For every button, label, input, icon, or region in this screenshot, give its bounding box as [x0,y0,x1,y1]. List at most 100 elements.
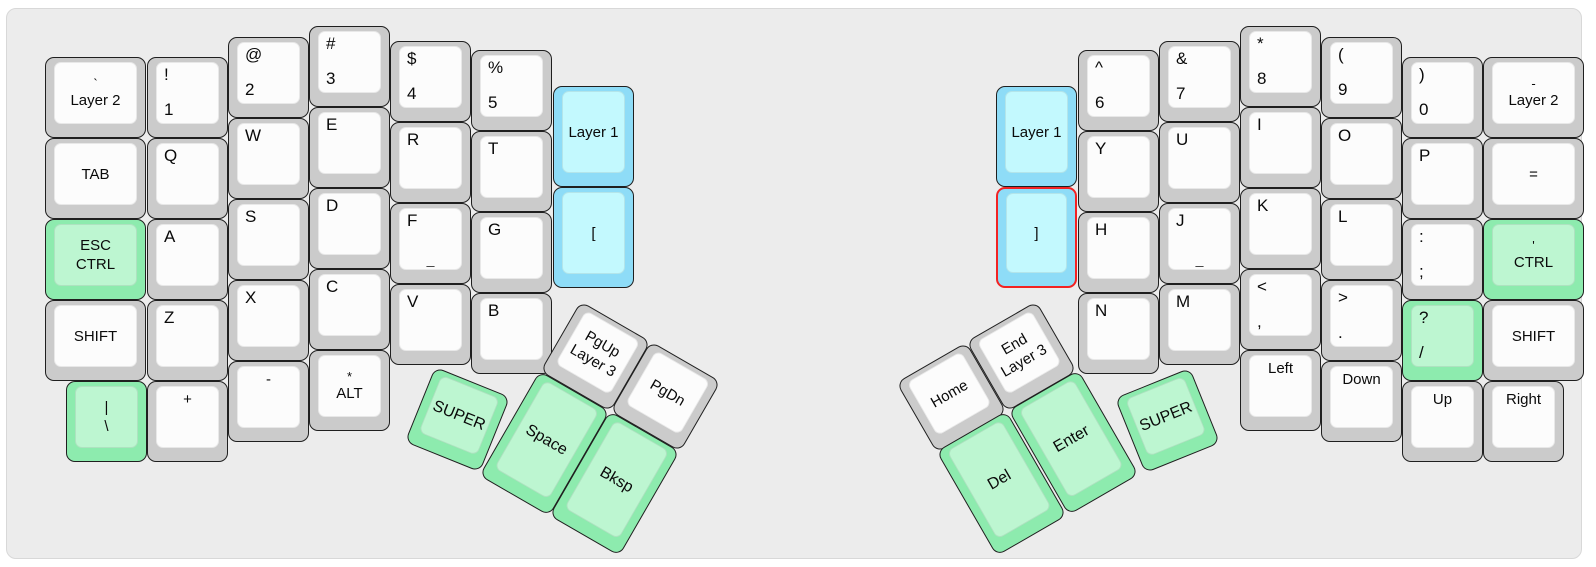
key-lt-comma-top-surface: <, [1249,274,1312,336]
key-at-2-legend-bottom: 2 [245,80,255,100]
key-p-legend-top: P [1419,146,1431,165]
key-m[interactable]: M [1159,284,1240,365]
key-gt-period-legend-top: > [1338,288,1348,307]
key-ampersand-7-legend-bottom: 7 [1176,84,1186,104]
key-b-top-surface: B [480,298,543,360]
key-hash-3[interactable]: #3 [309,26,390,107]
key-asterisk-alt[interactable]: *ALT [309,350,390,431]
key-i-legend-top: I [1257,115,1262,134]
key-dollar-4[interactable]: $4 [390,41,471,122]
key-s[interactable]: S [228,199,309,280]
key-o[interactable]: O [1321,118,1402,199]
key-super-right[interactable]: SUPER [1114,367,1220,473]
key-k[interactable]: K [1240,188,1321,269]
key-t[interactable]: T [471,131,552,212]
key-i[interactable]: I [1240,107,1321,188]
key-o-legend-top: O [1338,126,1352,145]
key-n[interactable]: N [1078,293,1159,374]
key-question-slash[interactable]: ?/ [1402,300,1483,381]
key-quote-ctrl[interactable]: 'CTRL [1483,219,1584,300]
key-f[interactable]: F_ [390,203,471,284]
key-left[interactable]: Left [1240,350,1321,431]
key-g-top-surface: G [480,217,543,279]
key-d[interactable]: D [309,188,390,269]
key-y[interactable]: Y [1078,131,1159,212]
key-lt-comma[interactable]: <, [1240,269,1321,350]
key-asterisk-alt-top-surface: *ALT [318,355,381,417]
key-asterisk-8[interactable]: *8 [1240,26,1321,107]
key-down[interactable]: Down [1321,361,1402,442]
key-tab[interactable]: TAB [45,138,146,219]
key-space-legend-line-1: Space [522,420,571,458]
key-paren-open-9[interactable]: (9 [1321,37,1402,118]
key-j-top-surface: J_ [1168,208,1231,270]
key-c[interactable]: C [309,269,390,350]
key-pipe-backslash[interactable]: |\ [66,381,147,462]
key-home-legend: Home [907,352,990,434]
key-equals-legend: = [1493,144,1574,204]
key-exclamation-1-top-surface: !1 [156,62,219,124]
key-layer2-left[interactable]: `Layer 2 [45,57,146,138]
key-d-legend-top: D [326,196,339,215]
key-layer1-left[interactable]: Layer 1 [553,86,634,187]
key-shift-right[interactable]: SHIFT [1483,300,1584,381]
key-bracket-close[interactable]: ] [996,187,1077,288]
key-j-homing-bar: _ [1195,251,1204,267]
key-right[interactable]: Right [1483,381,1564,462]
key-colon-semicolon[interactable]: :; [1402,219,1483,300]
key-q[interactable]: Q [147,138,228,219]
key-percent-5[interactable]: %5 [471,50,552,131]
key-m-top-surface: M [1168,289,1231,351]
key-lt-comma-legend-top: < [1257,277,1267,296]
key-layer1-left-top-surface: Layer 1 [562,91,625,173]
key-p[interactable]: P [1402,138,1483,219]
key-r[interactable]: R [390,122,471,203]
key-l[interactable]: L [1321,199,1402,280]
key-equals-legend-line-1: = [1529,165,1538,183]
key-at-2[interactable]: @2 [228,37,309,118]
key-layer1-right-top-surface: Layer 1 [1005,91,1068,173]
key-u[interactable]: U [1159,122,1240,203]
key-gt-period[interactable]: >. [1321,280,1402,361]
key-g[interactable]: G [471,212,552,293]
key-a[interactable]: A [147,219,228,300]
key-layer2-left-legend-small: ` [93,75,98,91]
key-caret-6[interactable]: ^6 [1078,50,1159,131]
key-e[interactable]: E [309,107,390,188]
key-up[interactable]: Up [1402,381,1483,462]
key-x[interactable]: X [228,280,309,361]
key-ampersand-7[interactable]: &7 [1159,41,1240,122]
key-z[interactable]: Z [147,300,228,381]
key-minus-layer2-legend: -Layer 2 [1493,63,1574,123]
key-bksp-legend-line-1: Bksp [596,462,636,496]
key-h[interactable]: H [1078,212,1159,293]
key-shift-left[interactable]: SHIFT [45,300,146,381]
key-colon-semicolon-legend-top: : [1419,227,1424,246]
key-layer2-left-legend-line-1: Layer 2 [70,91,121,109]
key-equals-top-surface: = [1492,143,1575,205]
key-pgdn-legend: PgDn [626,351,709,433]
key-bracket-open[interactable]: [ [553,187,634,288]
key-b[interactable]: B [471,293,552,374]
key-j[interactable]: J_ [1159,203,1240,284]
key-layer1-right[interactable]: Layer 1 [996,86,1077,187]
key-w[interactable]: W [228,118,309,199]
key-asterisk-alt-legend: *ALT [319,356,380,416]
key-r-top-surface: R [399,127,462,189]
key-equals[interactable]: = [1483,138,1584,219]
key-y-legend-top: Y [1095,139,1107,158]
key-paren-close-0[interactable]: )0 [1402,57,1483,138]
key-asterisk-8-top-surface: *8 [1249,31,1312,93]
key-super-left-top-surface: SUPER [417,374,500,456]
key-minus[interactable]: - [228,361,309,442]
key-up-top-surface: Up [1411,386,1474,448]
key-minus-layer2[interactable]: -Layer 2 [1483,57,1584,138]
key-v-legend-top: V [407,292,419,311]
key-v[interactable]: V [390,284,471,365]
key-shift-left-legend: SHIFT [55,306,136,366]
key-exclamation-1[interactable]: !1 [147,57,228,138]
key-plus[interactable]: + [147,381,228,462]
